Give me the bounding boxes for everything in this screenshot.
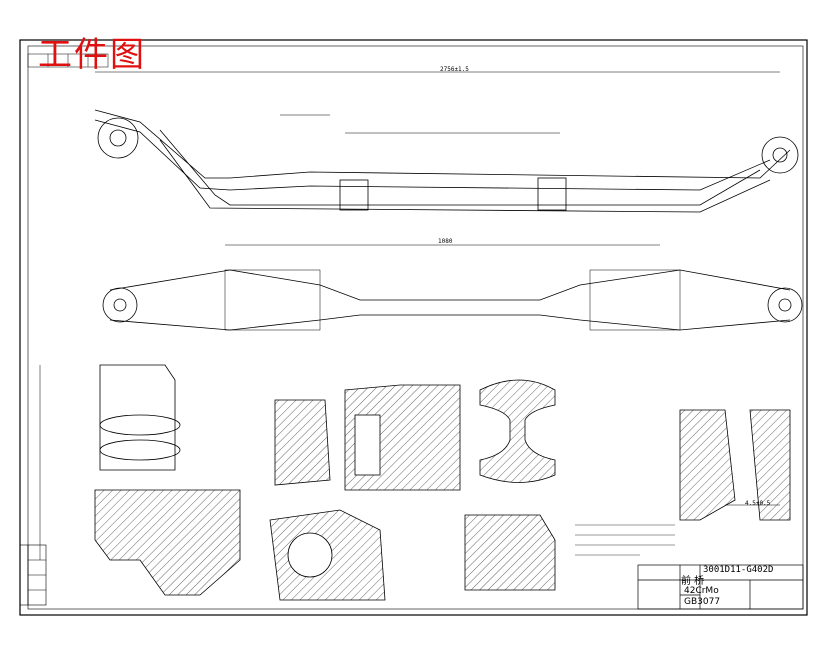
section-width-dimension: 4.5±0.5 [745, 500, 771, 507]
section-detail-right [679, 409, 791, 521]
front-view-axle-beam [102, 244, 803, 331]
drawing-stamp-label: 工件图 [38, 35, 146, 75]
title-block-part-name: 前 桥 [681, 576, 705, 587]
section-c-c [274, 384, 461, 491]
section-e-e [464, 514, 556, 591]
revision-table [27, 53, 109, 68]
kingpin-boss-section [39, 364, 241, 596]
title-block-part-number: 3001D11-G402D [703, 565, 774, 575]
margin-signature-boxes [19, 544, 47, 606]
title-block [637, 564, 804, 610]
title-block-standard: GB3077 [684, 597, 721, 607]
technical-notes [575, 524, 675, 556]
overall-length-dimension: 2756±1.5 [440, 66, 469, 73]
drawing-border [19, 39, 808, 616]
section-i-beam [479, 379, 556, 483]
title-block-material: 42CrMo [684, 586, 719, 596]
top-view-axle-beam [94, 71, 799, 213]
drawing-inner-border [27, 45, 804, 610]
section-spring-seat [269, 509, 386, 601]
center-span-dimension: 1080 [438, 238, 453, 245]
